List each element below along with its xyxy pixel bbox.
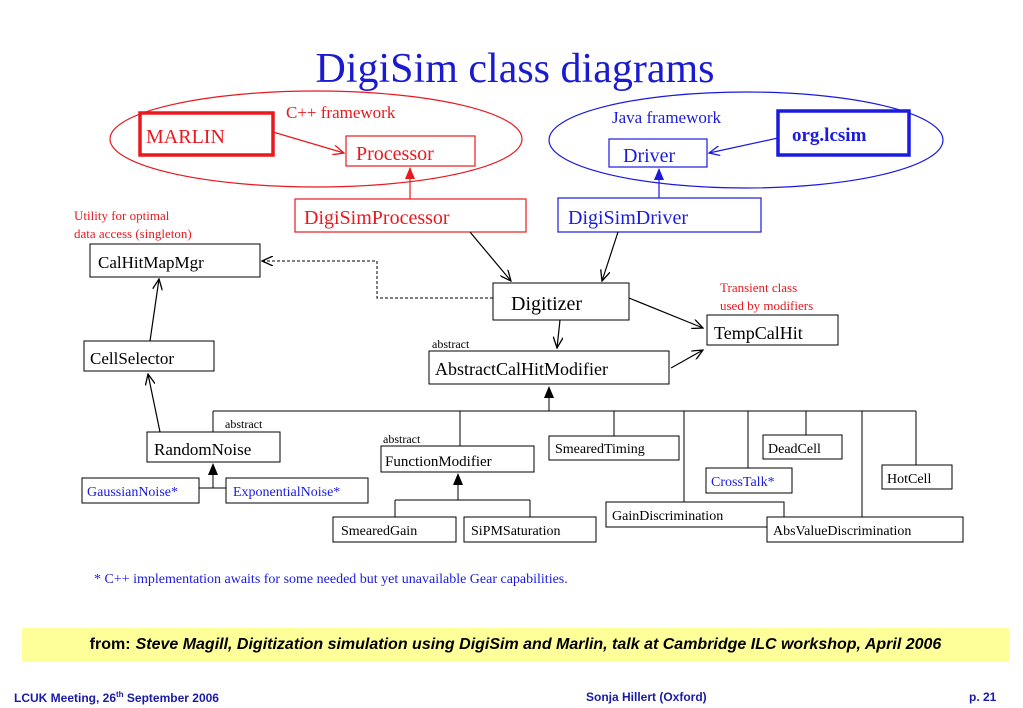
- citation-text: Steve Magill, Digitization simulation us…: [135, 636, 942, 653]
- functionmodifier-box: [380, 445, 535, 473]
- crosstalk-box: [705, 467, 793, 494]
- java-framework-label: Java framework: [612, 108, 722, 127]
- abstractcalhitmodifier-box: [428, 350, 670, 385]
- orglcsim-box: [776, 109, 911, 157]
- digisimprocessor-label: DigiSimProcessor: [304, 207, 450, 229]
- abstract-modifier-tag: abstract: [432, 337, 470, 351]
- exponentialnoise-box: [225, 477, 369, 504]
- randomnoise-label: RandomNoise: [154, 440, 251, 459]
- digisimdriver-label: DigiSimDriver: [568, 207, 688, 229]
- cpp-framework-label: C++ framework: [286, 103, 396, 122]
- calhitmapmgr-box: [89, 243, 261, 278]
- digitizer-box: [492, 282, 630, 321]
- gaindiscrimination-label: GainDiscrimination: [612, 509, 723, 524]
- smearedgain-box: [332, 516, 457, 543]
- processor-box: [345, 135, 476, 167]
- crosstalk-label: CrossTalk*: [711, 475, 775, 490]
- processor-label: Processor: [356, 143, 434, 165]
- marlin-box: [138, 111, 275, 157]
- exponentialnoise-label: ExponentialNoise*: [233, 485, 340, 500]
- footer-left-sup: th: [116, 690, 124, 699]
- smearedgain-label: SmearedGain: [341, 524, 417, 539]
- utility-note-line1: Utility for optimal: [74, 208, 170, 223]
- citation-prefix: from:: [89, 636, 131, 653]
- smearedtiming-box: [548, 435, 680, 461]
- processor-to-digitizer-arrow: [469, 231, 511, 281]
- driver-label: Driver: [623, 145, 676, 167]
- randomnoise-box: [146, 431, 281, 463]
- marlin-to-processor-arrow: [272, 131, 344, 153]
- functionmodifier-label: FunctionModifier: [385, 454, 492, 470]
- gaindiscrimination-box: [605, 501, 785, 528]
- cellselector-label: CellSelector: [90, 349, 174, 368]
- tempcalhit-box: [706, 314, 839, 346]
- marlin-label: MARLIN: [146, 126, 225, 148]
- deadcell-box: [762, 434, 843, 460]
- footer-left-main: LCUK Meeting, 26: [14, 691, 117, 705]
- java-framework-ellipse: [548, 91, 944, 189]
- deadcell-label: DeadCell: [768, 442, 821, 457]
- driver-box: [608, 138, 708, 168]
- digisimdriver-box: [557, 197, 762, 233]
- digitizer-to-calhitmapmgr-dependency: [262, 261, 493, 299]
- absvaluediscrimination-box: [766, 516, 964, 543]
- footer-left-tail: September 2006: [123, 691, 219, 705]
- orglcsim-to-driver-arrow: [709, 137, 779, 153]
- digisimprocessor-box: [294, 198, 527, 233]
- utility-note-line2: data access (singleton): [74, 226, 192, 241]
- cellselector-box: [83, 340, 215, 372]
- hotcell-label: HotCell: [887, 472, 931, 487]
- tempcalhit-label: TempCalHit: [714, 323, 803, 343]
- transient-note-line2: used by modifiers: [720, 298, 813, 313]
- transient-note-line1: Transient class: [720, 280, 797, 295]
- slide-title: DigiSim class diagrams: [316, 46, 715, 92]
- sipmsaturation-label: SiPMSaturation: [471, 524, 560, 539]
- hotcell-box: [881, 464, 953, 490]
- abstract-randomnoise-tag: abstract: [225, 417, 263, 431]
- orglcsim-label: org.lcsim: [792, 125, 867, 146]
- citation-banner: from: Steve Magill, Digitization simulat…: [22, 628, 1009, 662]
- cpp-framework-group: C++ framework MARLIN Processor: [109, 90, 523, 188]
- abstractcalhitmodifier-label: AbstractCalHitModifier: [435, 359, 608, 379]
- digitizer-to-modifier-arrow: [557, 319, 560, 348]
- footer-center: Sonja Hillert (Oxford): [586, 690, 707, 704]
- footer-page-number: p. 21: [969, 690, 997, 704]
- sipmsaturation-box: [463, 516, 597, 543]
- calhitmapmgr-label: CalHitMapMgr: [98, 253, 204, 272]
- abstract-functionmodifier-tag: abstract: [383, 432, 421, 446]
- java-framework-group: Java framework org.lcsim Driver: [548, 91, 944, 189]
- gaussiannoise-box: [81, 477, 200, 504]
- driver-to-digitizer-arrow: [602, 231, 619, 281]
- gaussiannoise-label: GaussianNoise*: [87, 485, 178, 500]
- smearedtiming-label: SmearedTiming: [555, 442, 645, 457]
- randomnoise-to-cellselector-arrow: [148, 374, 161, 433]
- cpp-framework-ellipse: [109, 90, 523, 188]
- footer-left: LCUK Meeting, 26th September 2006: [14, 690, 219, 705]
- digitizer-label: Digitizer: [511, 293, 582, 315]
- modifier-to-tempcalhit-arrow: [670, 350, 703, 369]
- footnote: * C++ implementation awaits for some nee…: [94, 572, 568, 587]
- absvaluediscrimination-label: AbsValueDiscrimination: [773, 524, 911, 539]
- digitizer-to-tempcalhit-arrow: [628, 297, 703, 328]
- cellselector-to-calhitmapmgr-arrow: [149, 279, 159, 342]
